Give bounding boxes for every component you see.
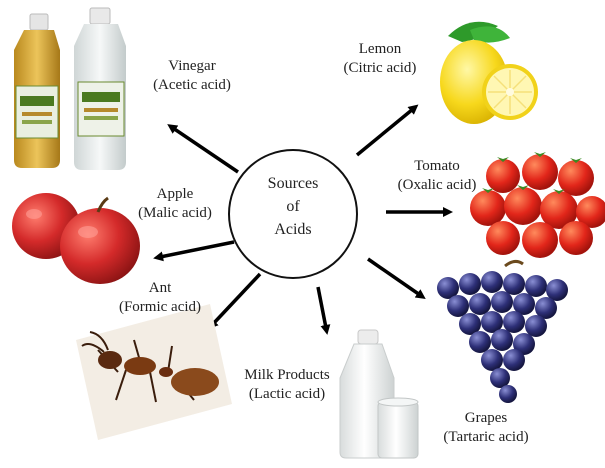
arrow-vinegar	[173, 128, 238, 172]
lemon-icon	[440, 22, 538, 124]
center-line-1: Sources	[238, 172, 348, 195]
apples-icon	[12, 193, 140, 284]
center-line-2: of	[238, 195, 348, 218]
milk-bottle-icon	[340, 330, 418, 458]
arrow-milk	[318, 287, 326, 328]
source-acid: (Formic acid)	[110, 298, 210, 317]
arrow-ant	[213, 274, 260, 324]
center-title: Sources of Acids	[238, 172, 348, 241]
ant-icon	[76, 304, 232, 440]
label-lemon: Lemon (Citric acid)	[330, 40, 430, 78]
source-name: Lemon	[330, 40, 430, 59]
label-ant: Ant (Formic acid)	[110, 279, 210, 317]
arrow-lemon	[357, 109, 413, 155]
label-vinegar: Vinegar (Acetic acid)	[142, 57, 242, 95]
source-acid: (Lactic acid)	[227, 385, 347, 404]
label-milk-products: Milk Products (Lactic acid)	[227, 366, 347, 404]
source-acid: (Acetic acid)	[142, 76, 242, 95]
source-name: Grapes	[430, 409, 542, 428]
grapes-icon	[437, 261, 568, 403]
source-name: Milk Products	[227, 366, 347, 385]
arrow-apple	[160, 242, 234, 257]
label-grapes: Grapes (Tartaric acid)	[430, 409, 542, 447]
source-name: Apple	[125, 185, 225, 204]
source-acid: (Tartaric acid)	[430, 428, 542, 447]
arrow-grapes	[368, 259, 420, 295]
vinegar-bottles-icon	[14, 8, 126, 170]
label-apple: Apple (Malic acid)	[125, 185, 225, 223]
source-name: Tomato	[383, 157, 491, 176]
center-line-3: Acids	[238, 218, 348, 241]
source-name: Ant	[110, 279, 210, 298]
source-acid: (Citric acid)	[330, 59, 430, 78]
source-name: Vinegar	[142, 57, 242, 76]
source-acid: (Malic acid)	[125, 204, 225, 223]
label-tomato: Tomato (Oxalic acid)	[383, 157, 491, 195]
source-acid: (Oxalic acid)	[383, 176, 491, 195]
